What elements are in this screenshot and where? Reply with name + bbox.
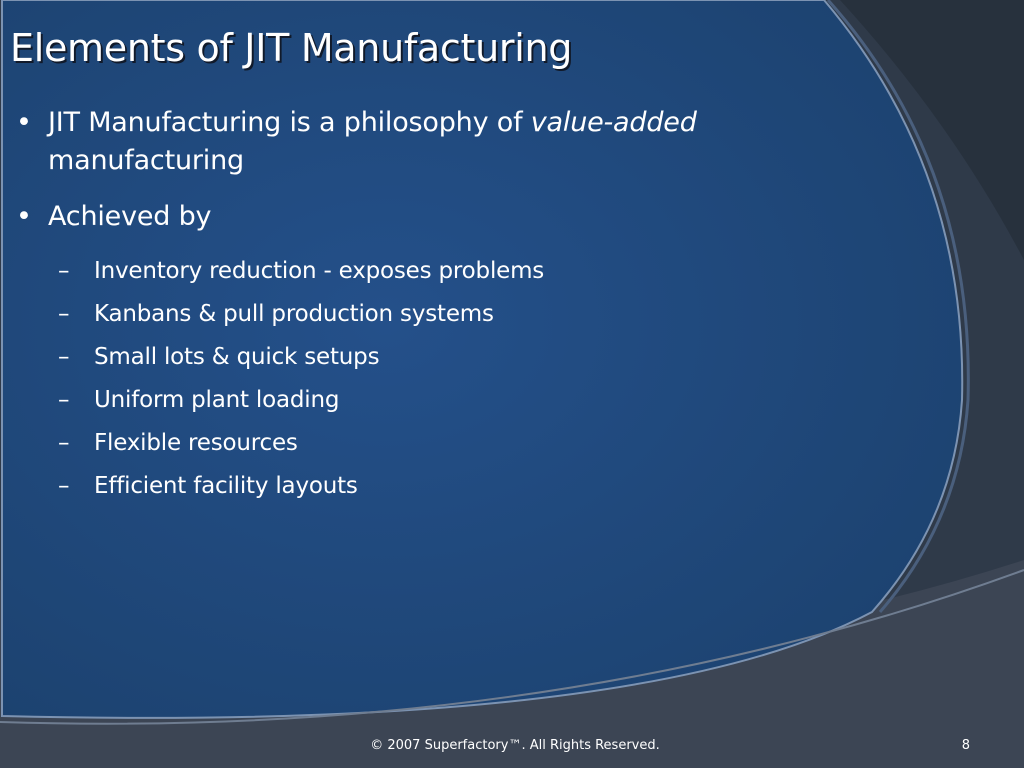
bullet-text: Achieved by — [48, 201, 212, 232]
sub-bullet-text: Inventory reduction - exposes problems — [94, 258, 545, 284]
sub-bullet-item: – Inventory reduction - exposes problems — [12, 250, 832, 293]
sub-bullet-marker: – — [58, 430, 70, 456]
sub-bullet-item: – Kanbans & pull production systems — [12, 293, 832, 336]
sub-bullet-marker: – — [58, 301, 70, 327]
sub-bullet-item: – Small lots & quick setups — [12, 336, 832, 379]
sub-bullet-marker: – — [58, 258, 70, 284]
bullet-achieved-by: • Achieved by — [12, 198, 832, 236]
bullet-marker: • — [16, 107, 32, 138]
sub-bullet-marker: – — [58, 387, 70, 413]
footer-copyright: © 2007 Superfactory™. All Rights Reserve… — [370, 738, 660, 753]
panel-edge-highlight — [826, 0, 970, 613]
slide-title: Elements of JIT Manufacturing — [10, 26, 573, 70]
sub-bullet-text: Efficient facility layouts — [94, 473, 358, 499]
bullet-marker: • — [16, 201, 32, 232]
sub-bullet-item: – Flexible resources — [12, 422, 832, 465]
sub-bullet-marker: – — [58, 344, 70, 370]
swoosh-line — [0, 569, 1024, 725]
sub-bullet-text: Small lots & quick setups — [94, 344, 380, 370]
sub-bullet-marker: – — [58, 473, 70, 499]
blue-panel — [1, 0, 964, 719]
slide-page-number: 8 — [961, 738, 970, 753]
sub-bullet-list: – Inventory reduction - exposes problems… — [12, 250, 832, 508]
slide-content: • JIT Manufacturing is a philosophy of v… — [12, 104, 832, 508]
bullet-italic-text: value-added — [530, 107, 697, 138]
corner-shade — [840, 0, 1024, 260]
sub-bullet-item: – Efficient facility layouts — [12, 465, 832, 508]
sub-bullet-text: Flexible resources — [94, 430, 298, 456]
bullet-text-continued: manufacturing — [48, 145, 244, 176]
sub-bullet-text: Kanbans & pull production systems — [94, 301, 494, 327]
bullet-philosophy: • JIT Manufacturing is a philosophy of v… — [12, 104, 832, 180]
sub-bullet-item: – Uniform plant loading — [12, 379, 832, 422]
sub-bullet-text: Uniform plant loading — [94, 387, 340, 413]
bullet-text: JIT Manufacturing is a philosophy of — [48, 107, 531, 138]
